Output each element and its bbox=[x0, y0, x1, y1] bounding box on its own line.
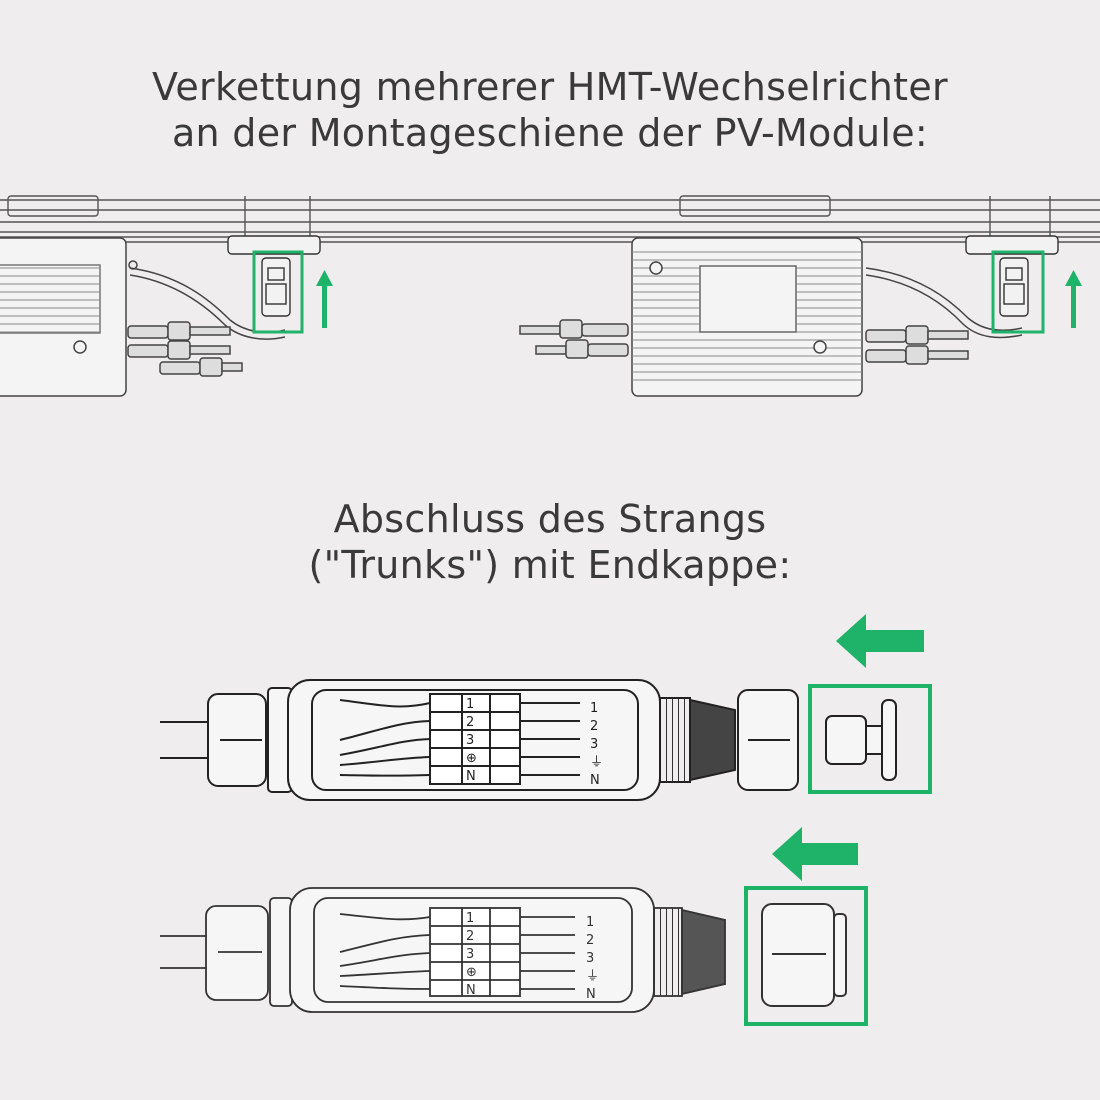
output-label: ⏚ bbox=[586, 969, 599, 984]
terminal-label: 1 bbox=[466, 911, 474, 926]
output-label: 2 bbox=[586, 933, 594, 948]
arrow-left-icon bbox=[836, 614, 924, 668]
highlight-box-endcap-1 bbox=[808, 684, 932, 794]
terminal-label: 2 bbox=[466, 929, 474, 944]
terminal-label: ⊕ bbox=[466, 965, 477, 980]
output-label: 2 bbox=[590, 719, 598, 734]
output-label: 1 bbox=[586, 915, 594, 930]
mounting-rail bbox=[0, 195, 1100, 250]
arrow-left-icon bbox=[772, 827, 858, 881]
inverter-left bbox=[0, 237, 286, 397]
output-label: ⏚ bbox=[590, 755, 603, 770]
highlight-box-connector-1 bbox=[252, 250, 304, 334]
trunk-connector-1 bbox=[227, 235, 321, 317]
terminal-label: N bbox=[466, 983, 476, 998]
endcap-plug bbox=[825, 699, 897, 781]
output-label: N bbox=[590, 773, 600, 788]
trunk-connector-open bbox=[160, 679, 799, 801]
heading-endcap-line1: Abschluss des Strangs bbox=[333, 497, 767, 541]
terminal-label: 3 bbox=[466, 733, 474, 748]
terminal-label: 2 bbox=[466, 715, 474, 730]
terminal-label: 3 bbox=[466, 947, 474, 962]
highlight-box-endcap-2 bbox=[744, 886, 868, 1026]
output-label: 1 bbox=[590, 701, 598, 716]
output-label: N bbox=[586, 987, 596, 1002]
heading-endcap: Abschluss des Strangs ("Trunks") mit End… bbox=[0, 496, 1100, 588]
inverter-right bbox=[519, 237, 1023, 397]
arrow-up-icon bbox=[316, 270, 333, 328]
arrow-up-icon bbox=[1065, 270, 1082, 328]
terminal-label: 1 bbox=[466, 697, 474, 712]
terminal-labels-2: 1 2 3 ⊕ N 1 2 3 ⏚ N bbox=[466, 911, 599, 1002]
heading-chaining-line2: an der Montageschiene der PV-Module: bbox=[171, 111, 929, 155]
output-label: 3 bbox=[590, 737, 598, 752]
highlight-box-connector-2 bbox=[991, 250, 1045, 334]
trunk-connector-2 bbox=[965, 235, 1059, 317]
terminal-labels-1: 1 2 3 ⊕ N 1 2 3 ⏚ N bbox=[466, 697, 603, 788]
trunk-connector-closed bbox=[160, 887, 726, 1013]
endcap-mounted bbox=[761, 903, 847, 1007]
heading-endcap-line2: ("Trunks") mit Endkappe: bbox=[308, 543, 792, 587]
terminal-label: ⊕ bbox=[466, 751, 477, 766]
heading-chaining: Verkettung mehrerer HMT-Wechselrichter a… bbox=[0, 64, 1100, 156]
terminal-label: N bbox=[466, 769, 476, 784]
output-label: 3 bbox=[586, 951, 594, 966]
heading-chaining-line1: Verkettung mehrerer HMT-Wechselrichter bbox=[152, 65, 948, 109]
